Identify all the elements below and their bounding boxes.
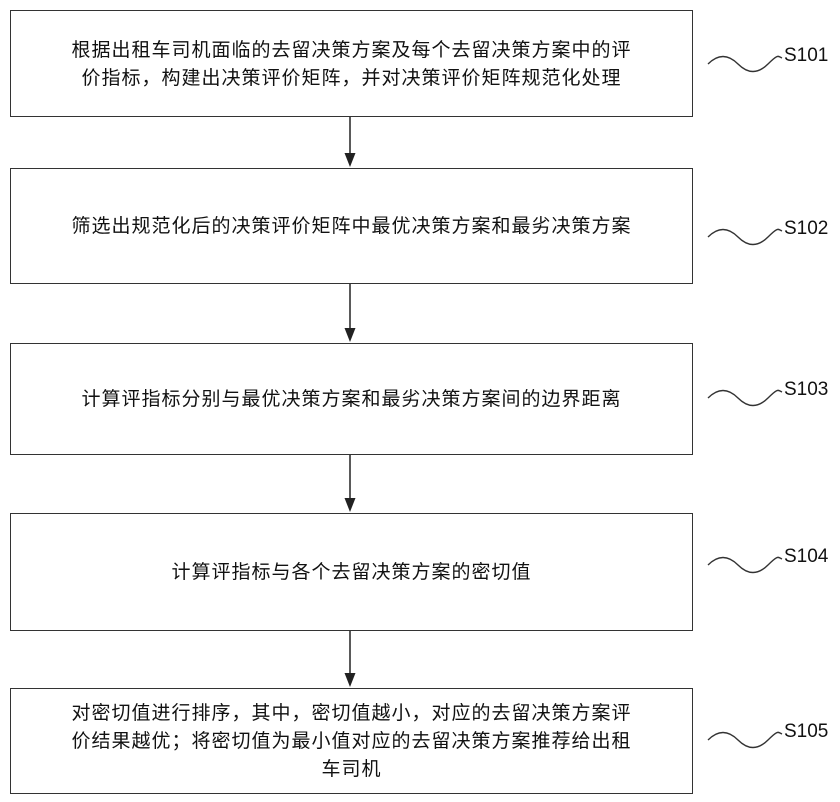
leader-line-s103: [708, 390, 782, 405]
leader-line-s104: [708, 557, 782, 572]
arrowhead-icon: [345, 328, 356, 342]
arrowhead-icon: [345, 498, 356, 512]
step-label-s103: S103: [784, 379, 828, 401]
leader-line-s102: [708, 229, 782, 244]
step-label-s105: S105: [784, 721, 828, 743]
arrowhead-icon: [345, 673, 356, 687]
flow-arrow-s103-s104: [345, 455, 356, 512]
flow-arrow-s101-s102: [345, 117, 356, 167]
step-label-s102: S102: [784, 218, 828, 240]
step-label-s101: S101: [784, 45, 828, 67]
step-label-s104: S104: [784, 546, 828, 568]
leader-line-s101: [708, 56, 782, 71]
flow-arrow-s102-s103: [345, 284, 356, 342]
flow-arrow-s104-s105: [345, 631, 356, 687]
leader-line-s105: [708, 732, 782, 747]
arrowhead-icon: [345, 153, 356, 167]
